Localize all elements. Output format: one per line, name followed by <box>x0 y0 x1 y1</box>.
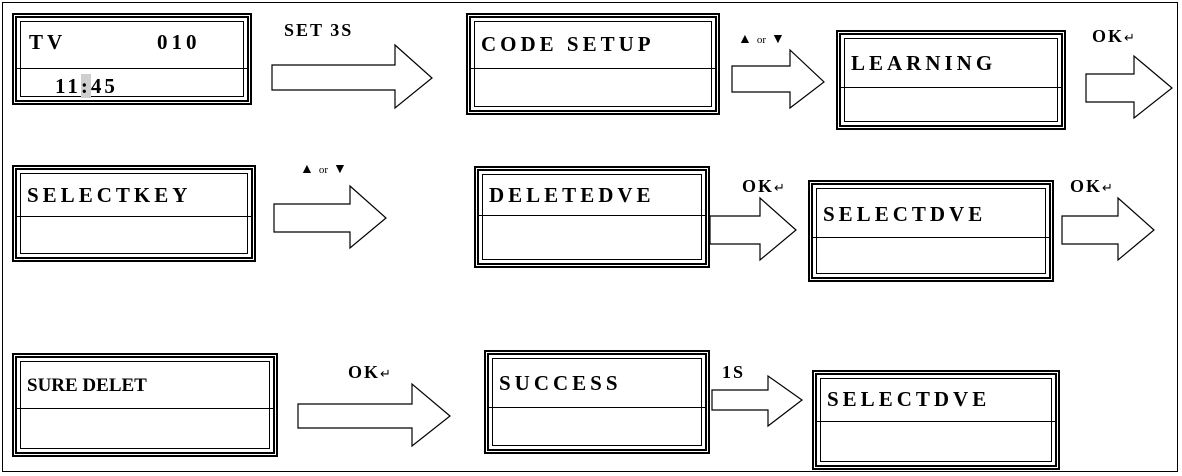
lcd-success: SUCCESS <box>484 350 710 454</box>
set3s-label: SET 3S <box>284 20 354 40</box>
return-arrow-icon: ↵ <box>380 366 391 381</box>
lcd-code-setup: CODE SETUP <box>466 13 720 115</box>
clock-minute: 45 <box>90 74 118 98</box>
sure-delet-title: SURE DELET <box>27 375 147 396</box>
lcd-learning: LEARNING <box>836 30 1066 130</box>
lcd-selectkey: SELECTKEY <box>12 165 256 262</box>
success-title: SUCCESS <box>499 371 622 395</box>
triangle-down-icon: ▼ <box>333 160 347 176</box>
up-or-down-hint: ▲ or ▼ <box>738 30 785 46</box>
ok-label: OK↵ <box>1092 26 1135 46</box>
tv-label: TV <box>29 30 67 54</box>
or-label: or <box>756 34 767 46</box>
lcd-selectdve-1: SELECTDVE <box>808 180 1054 282</box>
clock-display: 11:45 <box>55 74 118 99</box>
selectdve-title: SELECTDVE <box>823 202 987 226</box>
arrow-right-icon <box>1085 54 1173 120</box>
channel-number: 010 <box>157 30 201 54</box>
return-arrow-icon: ↵ <box>774 180 785 195</box>
up-or-down-hint: ▲ or ▼ <box>300 160 347 176</box>
clock-hour: 11 <box>55 74 81 98</box>
triangle-up-icon: ▲ <box>300 160 314 176</box>
one-second-label: 1S <box>722 362 746 382</box>
return-arrow-icon: ↵ <box>1102 180 1113 195</box>
arrow-right-icon <box>297 382 451 448</box>
arrow-right-icon <box>709 196 797 262</box>
arrow-right-icon <box>273 184 387 250</box>
clock-separator: : <box>80 74 91 98</box>
triangle-down-icon: ▼ <box>771 30 785 46</box>
lcd-tv-screen: TV 010 11:45 <box>12 13 252 105</box>
learning-title: LEARNING <box>851 51 997 75</box>
lcd-sure-delet: SURE DELET <box>12 353 278 457</box>
lcd-deletedve: DELETEDVE <box>474 166 710 268</box>
selectkey-title: SELECTKEY <box>27 183 192 207</box>
code-setup-title: CODE SETUP <box>481 32 655 56</box>
triangle-up-icon: ▲ <box>738 30 752 46</box>
arrow-right-icon <box>1061 196 1155 262</box>
selectdve-title: SELECTDVE <box>827 387 991 411</box>
ok-label: OK↵ <box>742 176 785 196</box>
deletedve-title: DELETEDVE <box>489 183 655 207</box>
arrow-right-icon <box>271 43 433 110</box>
arrow-right-icon <box>711 374 804 428</box>
or-label: or <box>318 164 329 176</box>
ok-label: OK↵ <box>348 362 391 382</box>
lcd-selectdve-2: SELECTDVE <box>812 370 1060 470</box>
ok-label: OK↵ <box>1070 176 1113 196</box>
arrow-right-icon <box>731 48 825 110</box>
return-arrow-icon: ↵ <box>1124 30 1135 45</box>
